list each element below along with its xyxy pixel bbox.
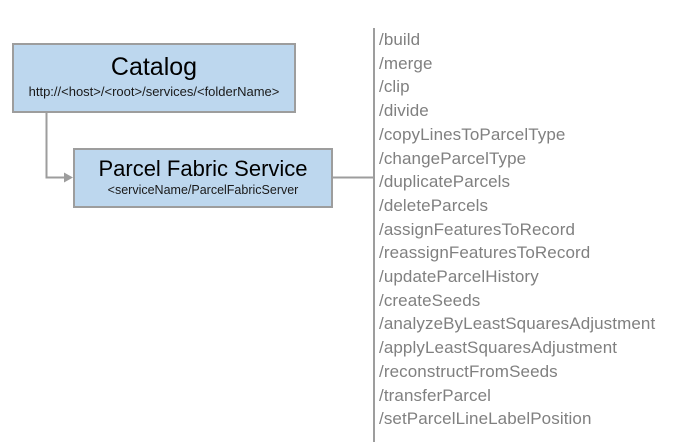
operation-item: /reconstructFromSeeds xyxy=(379,361,558,381)
node-parcel-fabric-service: Parcel Fabric Service <serviceName/Parce… xyxy=(73,148,333,208)
operation-item: /divide xyxy=(379,101,429,121)
operation-item: /clip xyxy=(379,77,410,97)
operation-item: /reassignFeaturesToRecord xyxy=(379,243,591,263)
node-parcel-fabric-service-path: <serviceName/ParcelFabricServer xyxy=(107,183,299,198)
operation-item: /setParcelLineLabelPosition xyxy=(379,409,592,429)
connector-arrowhead xyxy=(64,172,73,183)
operations-list: /build/merge/clip/divide/copyLinesToParc… xyxy=(379,28,679,431)
operation-item: /updateParcelHistory xyxy=(379,267,539,287)
operation-item: /transferParcel xyxy=(379,385,492,405)
operation-item: /changeParcelType xyxy=(379,148,527,168)
operation-item: /build xyxy=(379,30,421,49)
operation-item: /duplicateParcels xyxy=(379,172,511,192)
node-catalog-title: Catalog xyxy=(110,53,198,82)
operation-item: /applyLeastSquaresAdjustment xyxy=(379,338,618,358)
operation-item: /assignFeaturesToRecord xyxy=(379,219,576,239)
node-parcel-fabric-service-title: Parcel Fabric Service xyxy=(98,155,308,181)
operation-item: /createSeeds xyxy=(379,290,481,310)
node-catalog: Catalog http://<host>/<root>/services/<f… xyxy=(12,43,296,113)
operation-item: /deleteParcels xyxy=(379,195,489,215)
operation-item: /analyzeByLeastSquaresAdjustment xyxy=(379,314,656,334)
catalog-to-service-connector xyxy=(45,113,73,183)
operation-item: /merge xyxy=(379,53,433,73)
operation-item: /copyLinesToParcelType xyxy=(379,124,566,144)
node-catalog-url: http://<host>/<root>/services/<folderNam… xyxy=(28,84,280,100)
